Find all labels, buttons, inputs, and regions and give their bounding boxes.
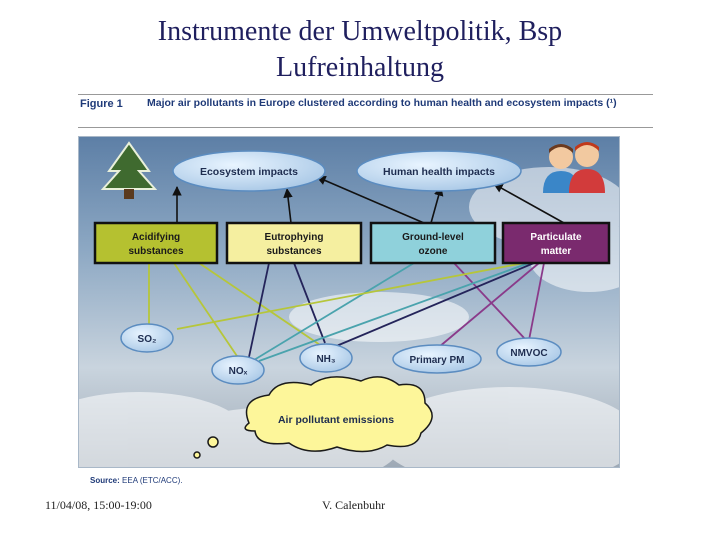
nh3-label: NH₃ <box>316 354 335 365</box>
source-text: EEA (ETC/ACC). <box>122 476 183 485</box>
ozone-label-line1: Ground-level <box>402 232 464 243</box>
so2-label: SO₂ <box>138 334 157 345</box>
acidifying-label-line1: Acidifying <box>132 232 180 243</box>
particulate-label-line1: Particulate <box>530 232 582 243</box>
link-pm-so2 <box>176 262 525 330</box>
link-pm-primary <box>438 262 540 348</box>
so2-node: SO₂ <box>120 323 174 353</box>
ecosystem-impacts-label: Ecosystem impacts <box>200 166 298 178</box>
nmvoc-node: NMVOC <box>496 337 562 367</box>
slide-title-line1: Instrumente der Umweltpolitik, Bsp <box>157 16 563 47</box>
footer-date: 11/04/08, 15:00-19:00 <box>45 498 152 512</box>
nox-node: NOₓ <box>211 355 265 385</box>
emissions-label: Air pollutant emissions <box>278 414 394 426</box>
tree-icon <box>100 141 158 199</box>
link-acid-nh3 <box>198 262 324 348</box>
health-impacts-label: Human health impacts <box>383 166 495 178</box>
link-acid-nox <box>173 262 240 360</box>
eutrophying-label-line1: Eutrophying <box>265 232 324 243</box>
particulate-node: Particulate matter <box>501 221 611 265</box>
figure-caption: Major air pollutants in Europe clustered… <box>147 97 617 109</box>
emissions-cloud: Air pollutant emissions <box>193 376 433 459</box>
nmvoc-label: NMVOC <box>510 348 547 359</box>
impact-arrows <box>172 176 565 224</box>
acidifying-label-line2: substances <box>128 246 183 257</box>
diagram-canvas: Ecosystem impacts Human health impacts A… <box>79 137 619 467</box>
link-pm-nmvoc <box>528 262 545 341</box>
eutrophying-node: Eutrophying substances <box>225 221 363 265</box>
link-eutro-nox <box>248 262 270 358</box>
pollutant-diagram: Ecosystem impacts Human health impacts A… <box>78 136 620 468</box>
figure-number: Figure 1 <box>80 98 123 110</box>
nox-label: NOₓ <box>229 366 248 377</box>
acidifying-node: Acidifying substances <box>93 221 219 265</box>
ozone-label-line2: ozone <box>419 246 448 257</box>
link-pm-nh3 <box>333 262 535 348</box>
nh3-node: NH₃ <box>299 343 353 373</box>
arrow-ozone-health <box>430 186 444 224</box>
slide-title: Instrumente der Umweltpolitik, Bsp Lufre… <box>60 14 660 86</box>
footer-author: V. Calenbuhr <box>322 498 386 512</box>
slide-title-line2: Lufreinhaltung <box>276 52 444 83</box>
primary-pm-node: Primary PM <box>392 344 482 374</box>
ozone-node: Ground-level ozone <box>369 221 497 265</box>
people-icon <box>543 142 605 193</box>
arrow-eutro-ecosystem <box>283 188 293 224</box>
source-label: Source: <box>90 476 120 485</box>
link-ozone-nox <box>253 262 415 361</box>
eutrophying-label-line2: substances <box>266 246 321 257</box>
particulate-label-line2: matter <box>541 246 572 257</box>
figure-header: Figure 1 Major air pollutants in Europe … <box>78 94 653 128</box>
link-pm-nox <box>258 262 530 362</box>
ecosystem-impacts-node: Ecosystem impacts <box>172 150 326 192</box>
connection-lines <box>148 262 545 362</box>
arrow-ozone-ecosystem <box>316 176 425 224</box>
figure-source: Source: EEA (ETC/ACC). <box>90 476 182 485</box>
link-ozone-nmvoc <box>453 262 527 341</box>
arrow-pm-health <box>493 183 565 224</box>
primary-pm-label: Primary PM <box>409 355 464 366</box>
health-impacts-node: Human health impacts <box>356 150 522 192</box>
